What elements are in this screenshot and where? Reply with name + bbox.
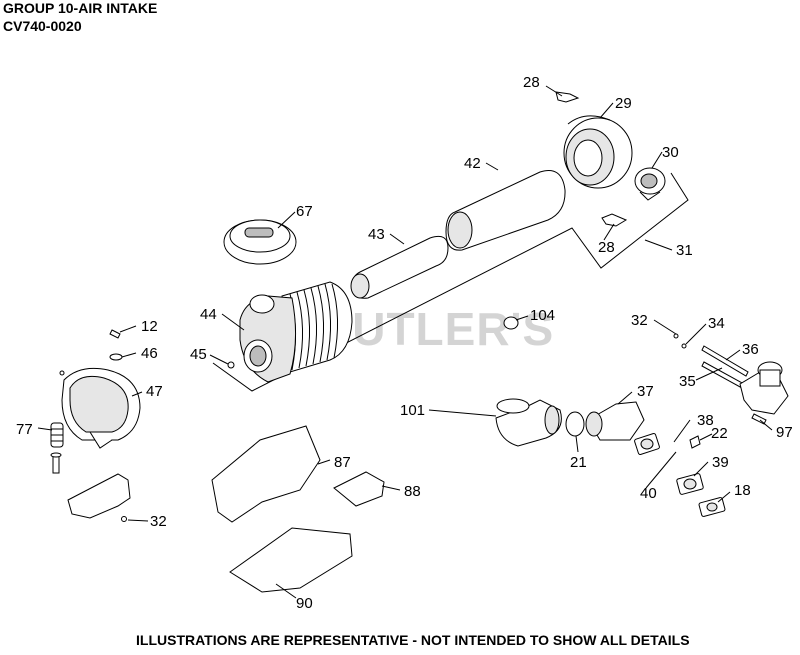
part-28-clip-lower bbox=[601, 213, 628, 227]
page-title: GROUP 10-AIR INTAKE bbox=[3, 0, 158, 16]
part-67-cover bbox=[223, 219, 297, 265]
part-mount-bracket bbox=[67, 473, 131, 519]
callout-29: 29 bbox=[615, 95, 632, 112]
part-104-clamp bbox=[503, 316, 519, 330]
part-47-bracket bbox=[59, 367, 141, 449]
callout-38: 38 bbox=[697, 412, 714, 429]
callout-44: 44 bbox=[200, 306, 217, 323]
part-32-nut-lower bbox=[121, 516, 127, 522]
part-39-spacer bbox=[676, 473, 704, 495]
part-29-end-cap bbox=[563, 115, 633, 189]
part-30-valve bbox=[634, 167, 666, 201]
part-38-gasket bbox=[634, 433, 660, 455]
part-34-washer bbox=[681, 343, 687, 349]
part-42-outer-element bbox=[445, 170, 566, 251]
part-87-shield bbox=[211, 425, 321, 523]
disclaimer-footer: ILLUSTRATIONS ARE REPRESENTATIVE - NOT I… bbox=[136, 632, 690, 648]
part-28-clip-top bbox=[555, 91, 580, 103]
assembly-bracket-31 bbox=[212, 172, 689, 392]
callout-28-clip-top: 28 bbox=[523, 74, 540, 91]
callout-43: 43 bbox=[368, 226, 385, 243]
callout-22: 22 bbox=[711, 425, 728, 442]
part-46-washer bbox=[109, 353, 123, 361]
callout-36: 36 bbox=[742, 341, 759, 358]
callout-21: 21 bbox=[570, 454, 587, 471]
callout-18: 18 bbox=[734, 482, 751, 499]
callout-28-clip-lower: 28 bbox=[598, 239, 615, 256]
callout-104: 104 bbox=[530, 307, 555, 324]
part-37-adapter bbox=[585, 401, 645, 441]
callout-101: 101 bbox=[400, 402, 425, 419]
callout-32-upper: 32 bbox=[631, 312, 648, 329]
part-18-gasket bbox=[698, 497, 726, 517]
part-45-screw bbox=[227, 361, 235, 369]
watermark: BUTLER'S bbox=[318, 303, 554, 355]
callout-88: 88 bbox=[404, 483, 421, 500]
callout-87: 87 bbox=[334, 454, 351, 471]
part-32-nut-upper bbox=[673, 333, 679, 339]
callout-32-lower: 32 bbox=[150, 513, 167, 530]
leader-lines bbox=[37, 85, 773, 599]
model-number: CV740-0020 bbox=[3, 18, 82, 34]
part-88-bracket bbox=[333, 471, 385, 507]
callout-37: 37 bbox=[637, 383, 654, 400]
callout-12: 12 bbox=[141, 318, 158, 335]
callout-46: 46 bbox=[141, 345, 158, 362]
part-44-housing bbox=[239, 281, 353, 383]
part-22-fitting bbox=[689, 435, 701, 449]
part-36-tube bbox=[701, 345, 749, 377]
part-intake-elbow bbox=[739, 361, 789, 415]
callout-35: 35 bbox=[679, 373, 696, 390]
callout-90: 90 bbox=[296, 595, 313, 612]
callout-45: 45 bbox=[190, 346, 207, 363]
callout-39: 39 bbox=[712, 454, 729, 471]
callout-47: 47 bbox=[146, 383, 163, 400]
callout-42: 42 bbox=[464, 155, 481, 172]
part-97-pin bbox=[751, 413, 767, 425]
callout-77: 77 bbox=[16, 421, 33, 438]
callout-31: 31 bbox=[676, 242, 693, 259]
part-43-inner-element bbox=[350, 235, 449, 299]
part-90-shield bbox=[229, 527, 353, 593]
callout-30: 30 bbox=[662, 144, 679, 161]
part-101-elbow bbox=[495, 398, 562, 447]
callout-67: 67 bbox=[296, 203, 313, 220]
part-77-spring bbox=[50, 422, 64, 474]
callout-40: 40 bbox=[640, 485, 657, 502]
callout-34: 34 bbox=[708, 315, 725, 332]
callout-97: 97 bbox=[776, 424, 793, 441]
part-21-clamp bbox=[565, 411, 585, 437]
part-12-bolt bbox=[109, 329, 121, 339]
